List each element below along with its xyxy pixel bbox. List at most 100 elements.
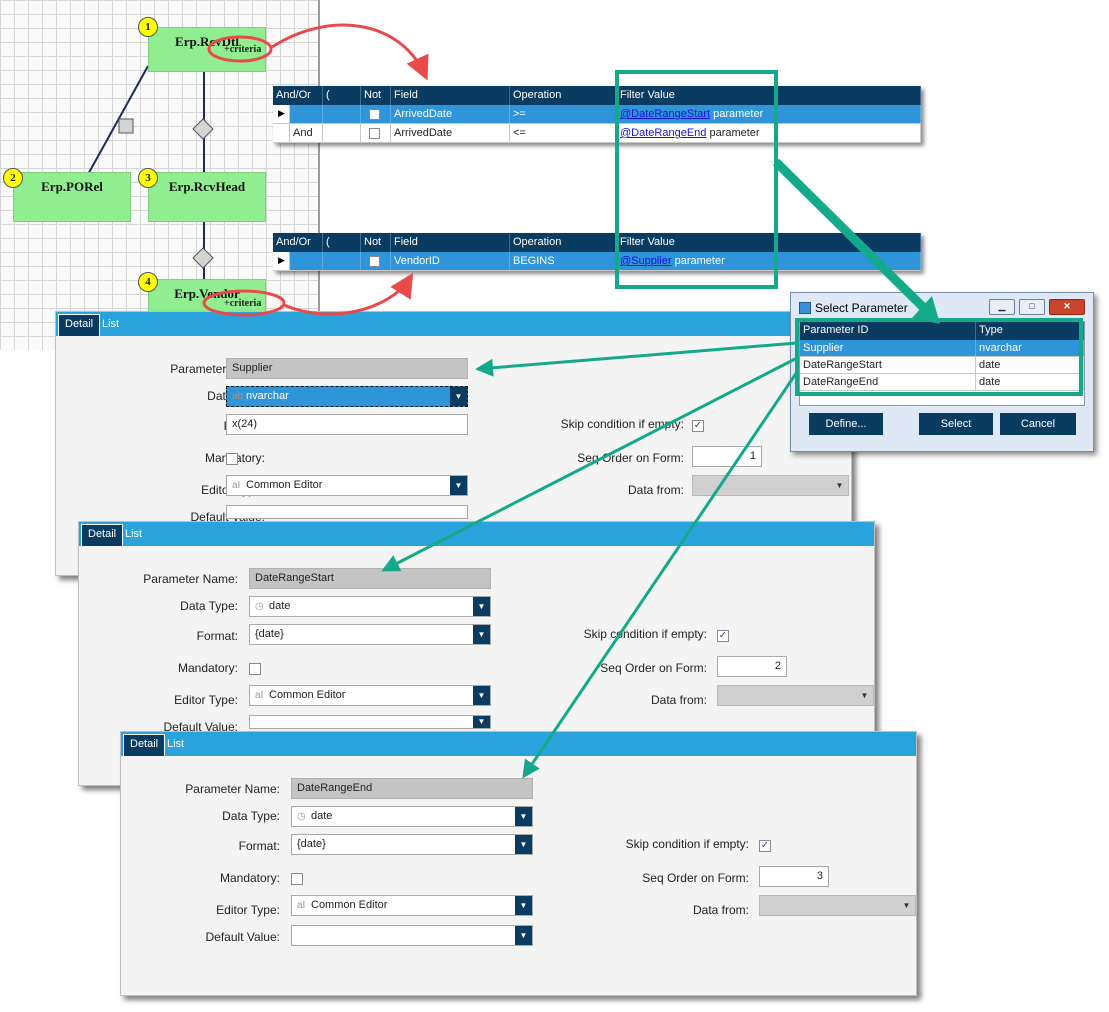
table-row[interactable]: ▶ VendorID BEGINS @Supplier parameter (273, 252, 921, 271)
chevron-down-icon[interactable]: ▼ (902, 901, 911, 910)
col-operation[interactable]: Operation (510, 86, 617, 105)
default-value-select[interactable]: ▼ (249, 715, 491, 729)
col-paren[interactable]: ( (323, 233, 361, 252)
table-row[interactable]: ▶ ArrivedDate >= @DateRangeStart paramet… (273, 105, 921, 124)
cell-paren[interactable] (323, 105, 361, 123)
select-button[interactable]: Select (919, 413, 993, 435)
chevron-down-icon[interactable]: ▼ (515, 926, 532, 945)
cell-field[interactable]: ArrivedDate (391, 105, 510, 123)
col-filter-value[interactable]: Filter Value (617, 86, 921, 105)
data-from-select[interactable]: ▼ (692, 475, 849, 496)
col-paren[interactable]: ( (323, 86, 361, 105)
maximize-icon[interactable]: □ (1019, 299, 1045, 315)
cell-not[interactable] (361, 252, 391, 270)
chevron-down-icon[interactable]: ▼ (473, 597, 490, 616)
col-filter-value[interactable]: Filter Value (617, 233, 921, 252)
col-not[interactable]: Not (361, 86, 391, 105)
not-checkbox[interactable] (369, 108, 380, 120)
mandatory-checkbox[interactable] (291, 873, 303, 885)
default-value-select[interactable]: ▼ (291, 925, 533, 946)
chevron-down-icon[interactable]: ▼ (450, 476, 467, 495)
tab-detail[interactable]: Detail (81, 524, 124, 546)
cell-operation[interactable]: <= (510, 124, 617, 142)
close-icon[interactable]: ✕ (1049, 299, 1085, 315)
list-item[interactable]: DateRangeEnd date (800, 374, 1084, 391)
cell-operation[interactable]: >= (510, 105, 617, 123)
cell-paren[interactable] (323, 252, 361, 270)
col-andor[interactable]: And/Or (273, 86, 323, 105)
table-node-rcvhead[interactable]: Erp.RcvHead (148, 172, 266, 222)
col-type[interactable]: Type (976, 322, 1084, 340)
chevron-down-icon[interactable]: ▼ (835, 481, 844, 490)
tab-list[interactable]: List (125, 528, 143, 540)
data-from-select[interactable]: ▼ (717, 685, 874, 706)
skip-checkbox[interactable]: ✓ (717, 630, 729, 642)
tab-list[interactable]: List (167, 738, 185, 750)
tab-list[interactable]: List (102, 318, 120, 330)
table-node-porel[interactable]: Erp.PORel (13, 172, 131, 222)
list-item[interactable]: DateRangeStart date (800, 357, 1084, 374)
format-select[interactable]: {date} ▼ (249, 624, 491, 645)
format-field[interactable]: x(24) (226, 414, 468, 435)
chevron-down-icon[interactable]: ▼ (473, 625, 490, 644)
chevron-down-icon[interactable]: ▼ (515, 835, 532, 854)
default-value-field[interactable] (226, 505, 468, 519)
chevron-down-icon[interactable]: ▼ (515, 896, 532, 915)
skip-checkbox[interactable]: ✓ (759, 840, 771, 852)
not-checkbox[interactable] (369, 127, 380, 139)
tab-detail[interactable]: Detail (123, 734, 166, 756)
cell-not[interactable] (361, 105, 391, 123)
col-operation[interactable]: Operation (510, 233, 617, 252)
chevron-down-icon[interactable]: ▼ (860, 691, 869, 700)
cell-andor[interactable]: And (290, 124, 323, 142)
parameter-link[interactable]: @Supplier (620, 255, 672, 267)
list-item[interactable]: Supplier nvarchar (800, 340, 1084, 357)
table-row[interactable]: And ArrivedDate <= @DateRangeEnd paramet… (273, 124, 921, 143)
parameter-link[interactable]: @DateRangeStart (620, 108, 711, 120)
chevron-down-icon[interactable]: ▼ (473, 686, 490, 705)
cell-operation[interactable]: BEGINS (510, 252, 617, 270)
chevron-down-icon[interactable]: ▼ (450, 387, 467, 406)
param-name-field[interactable]: Supplier (226, 358, 468, 379)
col-parameter-id[interactable]: Parameter ID (800, 322, 976, 340)
seq-order-field[interactable]: 2 ▲▼ (717, 656, 787, 677)
param-name-field[interactable]: DateRangeStart (249, 568, 491, 589)
cell-filter-value[interactable]: @Supplier parameter (617, 252, 921, 270)
data-type-select[interactable]: ◷date ▼ (249, 596, 491, 617)
format-select[interactable]: {date} ▼ (291, 834, 533, 855)
mandatory-checkbox[interactable] (249, 663, 261, 675)
chevron-down-icon[interactable]: ▼ (515, 807, 532, 826)
parameter-link[interactable]: @DateRangeEnd (620, 127, 707, 139)
criteria-link-rcvdtl[interactable]: +criteria (224, 44, 262, 55)
cell-filter-value[interactable]: @DateRangeStart parameter (617, 105, 921, 123)
skip-checkbox[interactable]: ✓ (692, 420, 704, 432)
cell-andor[interactable] (290, 252, 323, 270)
cell-andor[interactable] (290, 105, 323, 123)
cell-field[interactable]: ArrivedDate (391, 124, 510, 142)
data-type-select[interactable]: ◷date ▼ (291, 806, 533, 827)
col-andor[interactable]: And/Or (273, 233, 323, 252)
col-not[interactable]: Not (361, 233, 391, 252)
seq-order-field[interactable]: 1 ▲▼ (692, 446, 762, 467)
seq-order-field[interactable]: 3 ▲▼ (759, 866, 829, 887)
chevron-down-icon[interactable]: ▼ (473, 716, 490, 728)
define-button[interactable]: Define... (809, 413, 883, 435)
cell-field[interactable]: VendorID (391, 252, 510, 270)
cell-filter-value[interactable]: @DateRangeEnd parameter (617, 124, 921, 142)
col-field[interactable]: Field (391, 86, 510, 105)
tab-detail[interactable]: Detail (58, 314, 101, 336)
not-checkbox[interactable] (369, 255, 380, 267)
data-from-select[interactable]: ▼ (759, 895, 916, 916)
cell-paren[interactable] (323, 124, 361, 142)
minimize-icon[interactable]: ▁ (989, 299, 1015, 315)
param-name-field[interactable]: DateRangeEnd (291, 778, 533, 799)
cancel-button[interactable]: Cancel (1000, 413, 1076, 435)
criteria-link-vendor[interactable]: +criteria (224, 298, 262, 309)
col-field[interactable]: Field (391, 233, 510, 252)
cell-not[interactable] (361, 124, 391, 142)
mandatory-checkbox[interactable] (226, 453, 238, 465)
